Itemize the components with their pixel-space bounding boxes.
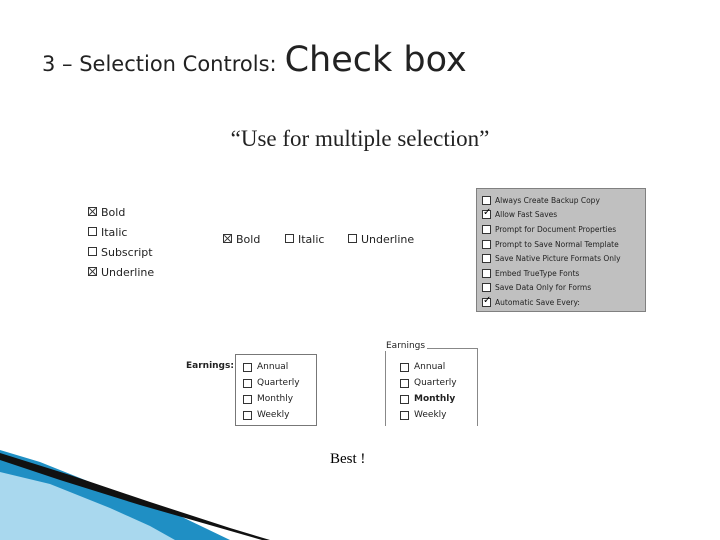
earnings-group-box: Annual Quarterly Monthly Weekly — [385, 348, 478, 426]
option-save-data-forms[interactable]: Save Data Only for Forms — [482, 281, 645, 296]
save-options-panel: Always Create Backup Copy Allow Fast Sav… — [476, 188, 646, 312]
earnings-group-annual[interactable]: Annual — [400, 359, 477, 375]
checkbox-label: Underline — [361, 233, 415, 246]
checkbox-label: Italic — [101, 226, 128, 239]
best-note: Best ! — [330, 451, 366, 467]
option-allow-fast-saves[interactable]: Allow Fast Saves — [482, 207, 645, 223]
option-label: Prompt for Document Properties — [495, 224, 617, 234]
checkbox-box[interactable] — [482, 295, 491, 307]
checkbox-box[interactable] — [482, 195, 491, 205]
earnings-group-title: Earnings — [384, 341, 428, 351]
earnings-quarterly[interactable]: Quarterly — [243, 375, 316, 391]
checkbox-subscript[interactable]: Subscript — [88, 241, 153, 259]
checkbox-box[interactable] — [88, 267, 97, 276]
checkbox-label: Underline — [101, 266, 155, 279]
swoosh-line — [0, 453, 270, 540]
checkbox-box[interactable] — [88, 247, 97, 256]
earnings-group-quarterly[interactable]: Quarterly — [400, 375, 477, 391]
checkbox-box[interactable] — [400, 362, 409, 372]
option-label: Save Native Picture Formats Only — [495, 254, 621, 264]
checkbox-label: Weekly — [257, 410, 290, 420]
checkbox-label: Bold — [236, 233, 261, 246]
option-label: Save Data Only for Forms — [495, 283, 592, 293]
checkbox-label: Subscript — [101, 246, 153, 259]
option-label: Always Create Backup Copy — [495, 195, 600, 205]
option-label: Automatic Save Every: — [495, 297, 580, 307]
checkbox-label: Monthly — [257, 394, 294, 404]
checkbox-box[interactable] — [88, 207, 97, 216]
earnings-annual[interactable]: Annual — [243, 359, 316, 375]
checkbox-box[interactable] — [482, 207, 491, 220]
checkbox-box[interactable] — [88, 227, 97, 236]
option-save-native-picture[interactable]: Save Native Picture Formats Only — [482, 251, 645, 266]
earnings-checkbox-list: Annual Quarterly Monthly Weekly — [235, 354, 317, 426]
checkbox-label: Weekly — [414, 410, 447, 420]
corner-swoosh-decoration — [0, 450, 270, 540]
option-prompt-normal-template[interactable]: Prompt to Save Normal Template — [482, 237, 645, 252]
title-prefix: 3 – Selection Controls: — [42, 52, 277, 76]
option-always-create-backup[interactable]: Always Create Backup Copy — [482, 193, 645, 208]
subtitle: “Use for multiple selection” — [230, 126, 490, 151]
checkbox-label: Italic — [298, 233, 325, 246]
checkbox-box[interactable] — [482, 224, 491, 234]
checkbox-label: Quarterly — [257, 378, 300, 388]
checkbox-box[interactable] — [482, 283, 491, 293]
earnings-monthly[interactable]: Monthly — [243, 391, 316, 407]
earnings-label: Earnings: — [186, 361, 234, 371]
checkbox-bold-horizontal[interactable]: Bold — [223, 228, 260, 247]
checkbox-box[interactable] — [243, 378, 252, 388]
earnings-weekly[interactable]: Weekly — [243, 407, 316, 423]
checkbox-box[interactable] — [482, 239, 491, 249]
checkbox-label: Annual — [257, 362, 289, 372]
checkbox-underline-horizontal[interactable]: Underline — [348, 228, 414, 247]
option-embed-truetype[interactable]: Embed TrueType Fonts — [482, 266, 645, 281]
option-label: Embed TrueType Fonts — [495, 268, 580, 278]
option-prompt-doc-properties[interactable]: Prompt for Document Properties — [482, 222, 645, 237]
checkbox-box[interactable] — [348, 234, 357, 243]
slide-title: 3 – Selection Controls: Check box — [42, 40, 467, 90]
checkbox-italic-horizontal[interactable]: Italic — [285, 228, 324, 247]
checkbox-box[interactable] — [243, 410, 252, 420]
checkbox-box[interactable] — [482, 254, 491, 264]
checkbox-box[interactable] — [243, 362, 252, 372]
earnings-group-weekly[interactable]: Weekly — [400, 407, 477, 423]
checkbox-box[interactable] — [400, 410, 409, 420]
checkbox-italic[interactable]: Italic — [88, 221, 128, 239]
checkbox-box[interactable] — [285, 234, 294, 243]
checkbox-underline[interactable]: Underline — [88, 261, 155, 279]
checkbox-label: Monthly — [414, 394, 456, 404]
title-main: Check box — [284, 40, 467, 80]
checkbox-bold[interactable]: Bold — [88, 201, 126, 219]
earnings-group-monthly[interactable]: Monthly — [400, 391, 477, 407]
checkbox-box[interactable] — [243, 394, 252, 404]
checkbox-label: Bold — [101, 206, 126, 219]
checkbox-label: Annual — [414, 362, 446, 372]
checkbox-box[interactable] — [223, 234, 232, 243]
checkbox-box[interactable] — [400, 394, 409, 404]
swoosh-light — [0, 472, 175, 540]
checkbox-box[interactable] — [482, 268, 491, 278]
option-label: Allow Fast Saves — [495, 210, 558, 220]
option-label: Prompt to Save Normal Template — [495, 239, 619, 249]
option-automatic-save[interactable]: Automatic Save Every: — [482, 295, 645, 310]
checkbox-label: Quarterly — [414, 378, 457, 388]
checkbox-box[interactable] — [400, 378, 409, 388]
